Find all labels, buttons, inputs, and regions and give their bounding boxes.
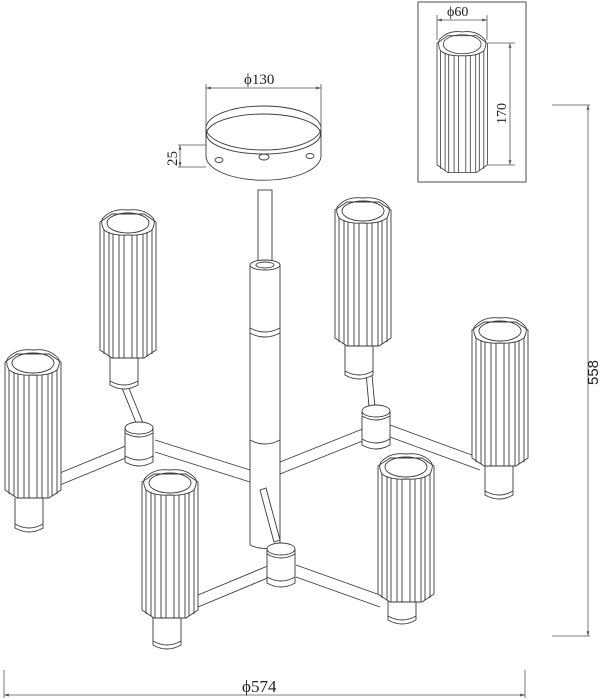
overall-diameter-label: ϕ574 [242, 677, 277, 696]
shade-far-left [4, 349, 62, 533]
canopy-height-label: 25 [165, 151, 181, 166]
shade-far-right [471, 317, 529, 500]
joint-left [124, 421, 154, 467]
overall-height-label: 558 [585, 360, 602, 385]
shade-height-label: 170 [495, 103, 510, 124]
joint-bottom [266, 542, 296, 588]
shade-detail-icon [436, 31, 488, 173]
shade-back-right [334, 197, 392, 380]
shade-front-left [141, 469, 199, 650]
shade-detail-inset: ϕ60 170 [417, 1, 527, 183]
shade-diameter-label: ϕ60 [447, 5, 468, 20]
joint-right [361, 404, 391, 450]
shade-front-right [377, 453, 435, 625]
canopy-diameter-label: ϕ130 [244, 72, 274, 88]
shade-back-left [99, 209, 157, 390]
ceiling-canopy [205, 105, 322, 181]
